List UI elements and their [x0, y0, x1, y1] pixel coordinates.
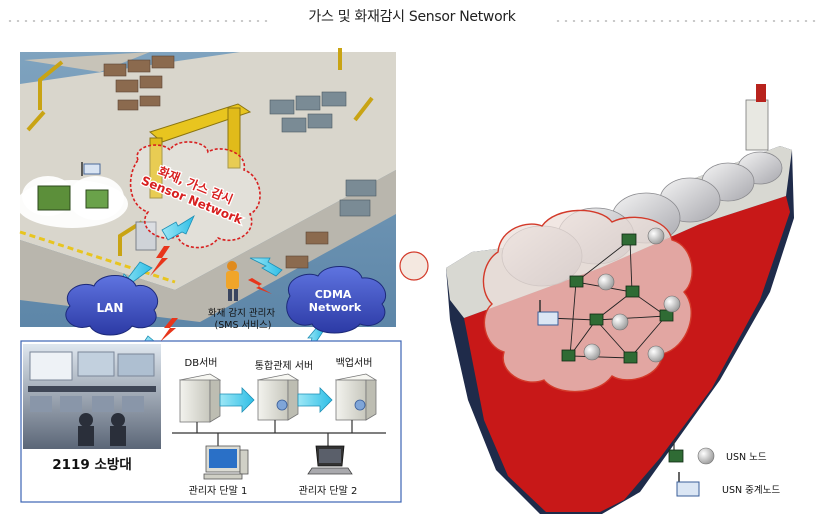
fire-station-label: 2119 소방대	[52, 456, 132, 473]
header-divider-left	[6, 20, 270, 22]
integrated-server-label: 통합관제 서버	[255, 360, 313, 372]
terminal-2-label: 관리자 단말 2	[299, 485, 358, 497]
db-server-label: DB서버	[185, 357, 218, 369]
backup-server-label: 백업서버	[336, 356, 373, 369]
shipyard-scene: 화재, 가스 감시 Sensor Network LAN CDMA	[16, 48, 396, 361]
terminal-1-label: 관리자 단말 1	[189, 485, 248, 497]
lan-bus-lines	[172, 420, 386, 446]
usn-node-legend-icon	[668, 440, 715, 465]
wireless-bolt-icons	[150, 246, 272, 342]
lng-ship-illustration	[446, 84, 794, 514]
svg-text:화재 감지 관리자 (SMS 서비스): 화재 감지 관리자 (SMS 서비스)	[208, 307, 278, 331]
fire-manager-worker-icon	[226, 261, 239, 301]
db-server-icon	[178, 373, 222, 423]
integrated-server-icon	[256, 373, 300, 421]
lan-cloud: LAN	[65, 275, 159, 336]
control-system-panel: 2119 소방대 DB서버 통합관제 서버 백업서버	[20, 340, 402, 503]
svg-text:CDMA Network: CDMA Network	[309, 288, 362, 314]
zoom-connector-circle	[399, 251, 429, 281]
cdma-network-cloud: CDMA Network	[286, 266, 387, 334]
usn-relay-legend-label: USN 중계노드	[722, 484, 780, 496]
usn-nodes-on-ship	[537, 227, 681, 364]
server-flow-arrows	[219, 387, 333, 413]
usn-relay-legend-icon	[676, 472, 700, 497]
fire-station-photo	[23, 344, 161, 449]
usn-node-legend-label: USN 노드	[726, 452, 767, 463]
sensor-network-cloud: 화재, 가스 감시 Sensor Network	[129, 141, 261, 249]
header-divider-right	[554, 20, 818, 22]
cdma-label-line1: CDMA	[315, 288, 352, 301]
fire-manager-label-line1: 화재 감지 관리자	[208, 307, 275, 319]
legend: USN 노드 USN 중계노드	[668, 440, 780, 497]
cdma-label-line2: Network	[309, 301, 362, 314]
sensor-board-cloud	[16, 162, 128, 228]
terminal-2-laptop-icon	[307, 445, 353, 475]
backup-server-icon	[334, 373, 378, 421]
terminal-1-desktop-icon	[203, 445, 249, 480]
fire-manager-label-line2: (SMS 서비스)	[215, 320, 272, 331]
page-title: 가스 및 화재감시 Sensor Network	[308, 9, 516, 25]
lan-label: LAN	[97, 301, 124, 315]
